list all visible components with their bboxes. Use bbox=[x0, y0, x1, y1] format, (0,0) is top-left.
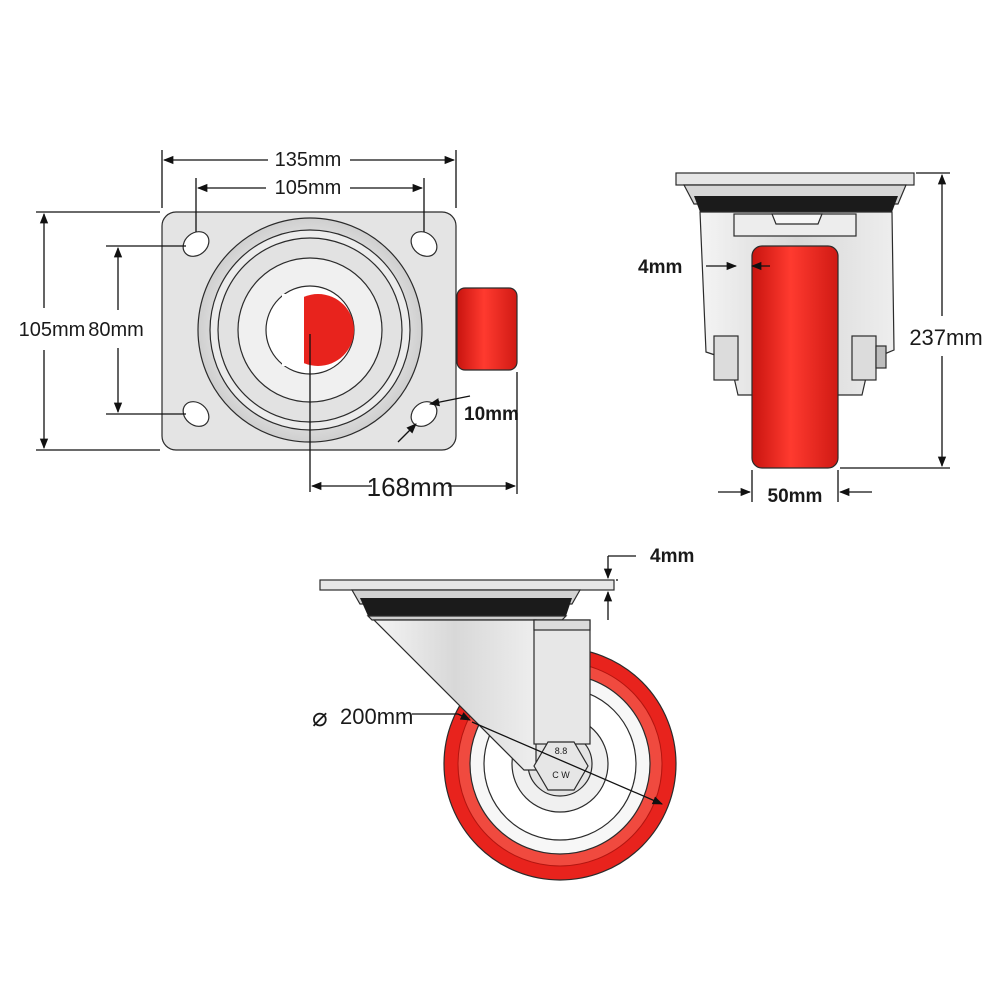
front-axle-nut-left bbox=[713, 335, 739, 381]
dim-wheel-diameter: 200mm bbox=[340, 704, 413, 729]
dim-plate-height: 105mm bbox=[19, 319, 86, 341]
dim-swivel-offset: 168mm bbox=[367, 472, 454, 502]
mounting-holes bbox=[182, 231, 438, 427]
dim-hole-spacing-y: 80mm bbox=[88, 319, 144, 341]
front-view: 4mm 237mm 50mm bbox=[638, 172, 983, 507]
front-bearing-band bbox=[694, 196, 898, 212]
dim-hole-size: 10mm bbox=[464, 404, 519, 425]
dim-fork-thickness: 4mm bbox=[638, 257, 682, 278]
front-top-plate bbox=[675, 172, 915, 186]
side-bearing-band bbox=[360, 598, 572, 616]
diameter-symbol: ⌀ bbox=[312, 702, 328, 732]
hub-mark-cw: C W bbox=[552, 770, 570, 780]
top-view: 135mm 105mm 105mm 80mm 10mm 168mm bbox=[19, 149, 519, 502]
side-top-plate bbox=[319, 579, 615, 591]
wheel-peek bbox=[456, 287, 518, 371]
dim-wheel-width: 50mm bbox=[768, 486, 823, 507]
front-axle-nut-right bbox=[851, 335, 877, 381]
front-wheel bbox=[751, 245, 839, 469]
dim-plate-thickness: 4mm bbox=[650, 546, 694, 567]
hub-mark-grade: 8.8 bbox=[555, 746, 568, 756]
dim-plate-width: 135mm bbox=[275, 149, 342, 171]
dim-hole-spacing-x: 105mm bbox=[275, 177, 342, 199]
side-view: 8.8 C W 4mm ⌀ 200mm bbox=[312, 546, 694, 881]
side-fork-leg bbox=[533, 619, 591, 745]
dim-overall-height: 237mm bbox=[909, 325, 982, 350]
